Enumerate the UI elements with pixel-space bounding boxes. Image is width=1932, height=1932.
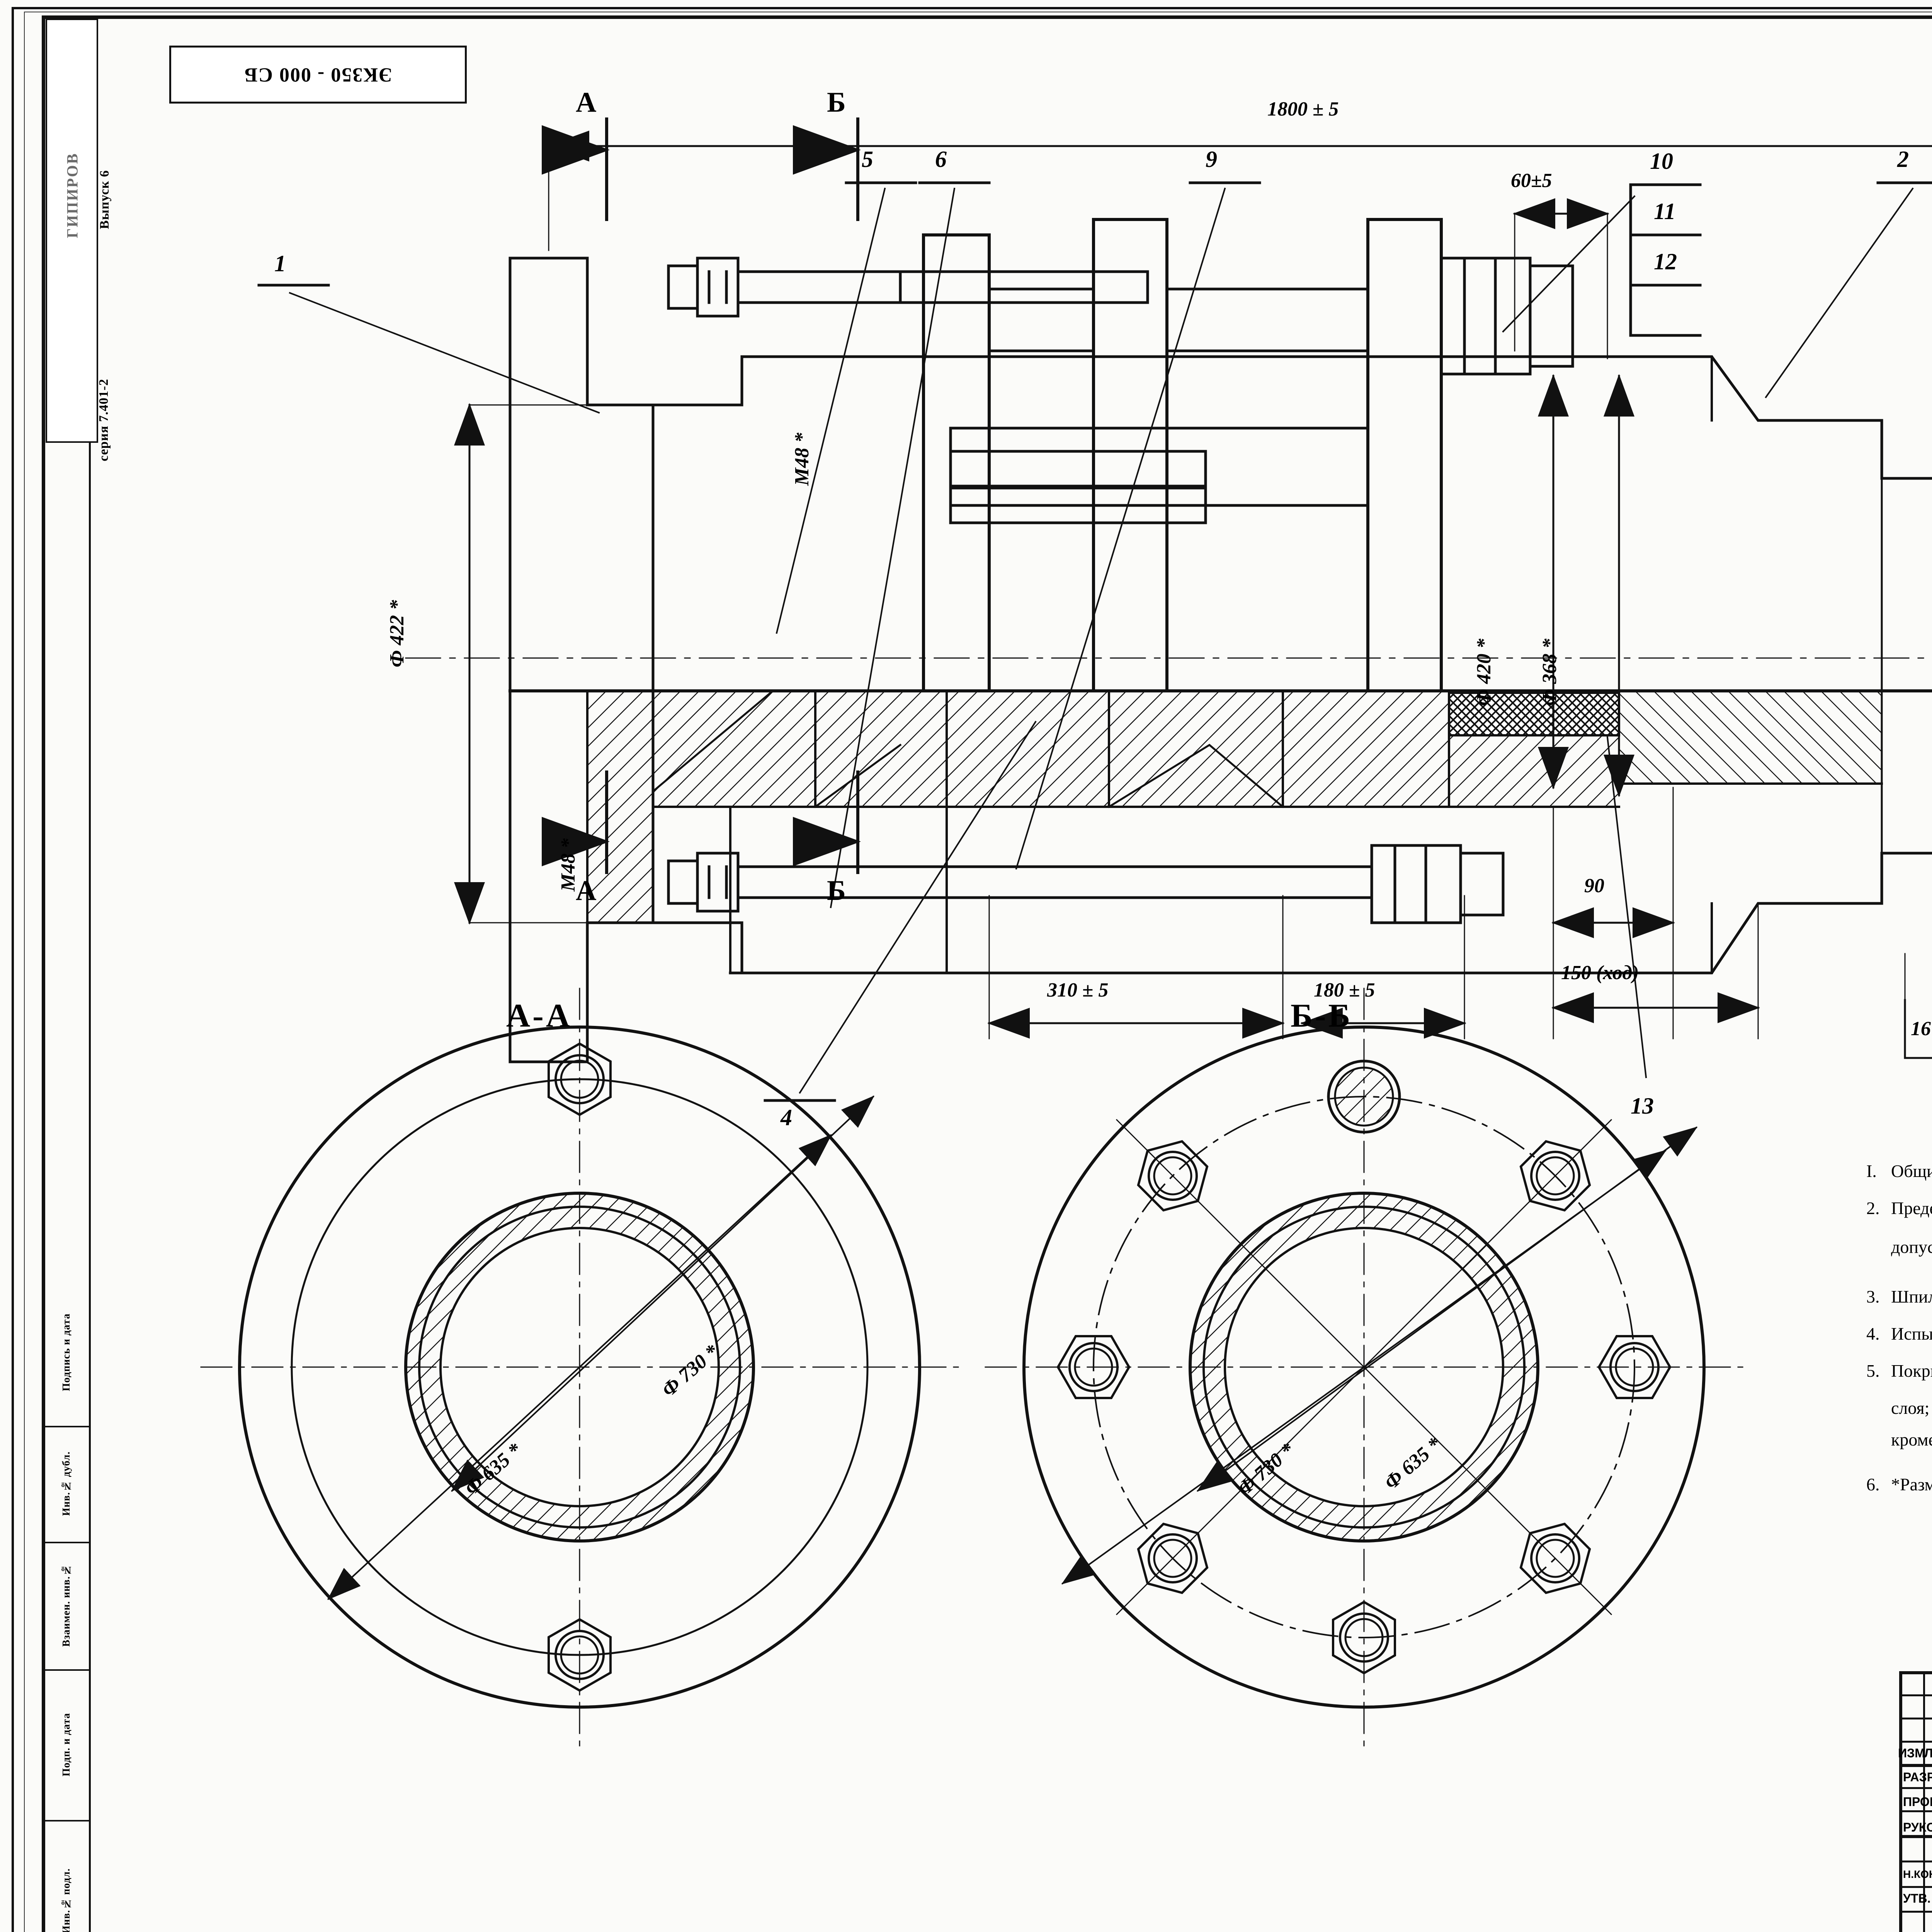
approval-stamp-box: ГИПИРОВ — [46, 19, 98, 443]
callout-pos-5: 5 — [862, 146, 873, 172]
margin-cell-4: Инв.№ подл. — [43, 1820, 89, 1932]
thread-m48-top: М48 * — [791, 432, 813, 486]
note-4: 4. Испытать при давлении Рпр I5 МПа, , н… — [1866, 1318, 1932, 1350]
dim-180: 180 ± 5 — [1314, 979, 1375, 1001]
title-block: ИЗМ ЛИСТ № ДОКУМ. ПОДПИСЬ ДАТА РАЗРАБ. П… — [1898, 1671, 1932, 1932]
note-1-text: Общие технические условия на изготовлени… — [1891, 1161, 1932, 1181]
note-3-text: Шпильки поз. 5 установить до набивки сал… — [1891, 1287, 1932, 1307]
note-6-num: 6. — [1866, 1474, 1880, 1494]
callout-pos-11: 11 — [1654, 199, 1676, 224]
margin-label-3: Подп. и дата — [60, 1713, 72, 1777]
dim-d422: Ф 422 * — [386, 600, 408, 667]
callout-pos-2: 2 — [1897, 146, 1909, 172]
rev-header-list: ЛИСТ — [1924, 1746, 1932, 1760]
role-rukov: РУКОВ. — [1903, 1820, 1932, 1834]
note-5-text: Покрытие: грунтовка ХС-068 ТУ6-I0-75 кра… — [1891, 1361, 1932, 1381]
note-4-text: Испытать при давлении Рпр I5 МПа, , не н… — [1891, 1324, 1932, 1344]
stamp-text: ГИПИРОВ — [63, 152, 81, 238]
left-margin-column: Подпись и дата Инв.№ дубл. Взаимен. инв.… — [43, 17, 91, 1932]
note-2-tolerance-prefix: допусками: ± — [1891, 1237, 1932, 1257]
dim-310: 310 ± 5 — [1047, 979, 1109, 1001]
note-5-num: 5. — [1866, 1361, 1880, 1381]
section-bb-title: Б-Б — [1291, 997, 1353, 1034]
role-prov: ПРОВ. — [1903, 1794, 1932, 1809]
code-box: ЭК350 - 000 СБ — [169, 46, 467, 104]
note-3-num: 3. — [1866, 1287, 1880, 1307]
dim-overall-length: 1800 ± 5 — [1267, 98, 1339, 120]
technical-requirements: I. Общие технические условия на изготовл… — [1866, 1155, 1932, 1506]
callout-pos-12: 12 — [1654, 249, 1677, 274]
callout-pos-4: 4 — [781, 1105, 792, 1130]
dim-60: 60±5 — [1511, 170, 1552, 192]
dim-d368: Ф 368 * — [1539, 638, 1561, 706]
margin-label-2: Взаимен. инв.№ — [60, 1564, 72, 1647]
note-5-line2: слоя; эмаль ХВ-785 ГОСТ 73I3-75 черная V… — [1891, 1398, 1932, 1418]
callout-pos-9: 9 — [1206, 146, 1217, 172]
dim-150-stroke: 150 (ход) — [1561, 962, 1639, 984]
margin-cell-3: Подп. и дата — [43, 1669, 89, 1821]
note-1-num: I. — [1866, 1161, 1877, 1181]
note-4-num: 4. — [1866, 1324, 1880, 1344]
role-nkontr: Н.КОНТР. — [1903, 1868, 1932, 1880]
role-utv: УТВ. — [1903, 1891, 1931, 1905]
note-3: 3. Шпильки поз. 5 установить до набивки … — [1866, 1281, 1932, 1313]
callout-pos-13: 13 — [1631, 1093, 1654, 1119]
note-2-text: Предельные отклонения размеров, не огран… — [1891, 1198, 1932, 1218]
note-6: 6. *Размеры для справок. — [1866, 1469, 1932, 1500]
hole-note: 16 отв. Ф52 * — [1911, 1018, 1932, 1040]
thread-m48-bottom: М48 * — [557, 838, 579, 891]
callout-pos-6: 6 — [935, 146, 947, 172]
sheet-hairline-frame — [24, 12, 1932, 1932]
dim-90: 90 — [1584, 875, 1604, 897]
section-mark-b-bottom: Б — [827, 875, 846, 906]
section-mark-b-top: Б — [827, 87, 846, 118]
rev-header-izm: ИЗМ — [1898, 1746, 1925, 1760]
margin-label-0: Подпись и дата — [60, 1313, 72, 1391]
margin-cell-1: Инв.№ дубл. — [43, 1426, 89, 1543]
section-aa-title: А-А — [506, 997, 572, 1034]
callout-pos-1: 1 — [274, 251, 286, 276]
margin-cell-2: Взаимен. инв.№ — [43, 1542, 89, 1671]
note-2-line2: допусками: ± IТI4 2 . — [1891, 1230, 1932, 1268]
note-2-num: 2. — [1866, 1198, 1880, 1218]
technical-drawing-svg — [200, 117, 1932, 1747]
drawing-canvas: 1800 ± 5 60±5 200 * 1 5 6 9 10 11 12 2 4… — [89, 19, 1932, 1932]
callout-pos-10: 10 — [1650, 148, 1673, 174]
note-6-text: *Размеры для справок. — [1891, 1474, 1932, 1494]
sheet-outer-frame — [12, 7, 1932, 1932]
dim-d420: Ф 420 * — [1473, 638, 1495, 706]
section-mark-a-bottom: А — [576, 875, 597, 906]
section-mark-a-top: А — [576, 87, 597, 118]
margin-label-4: Инв.№ подл. — [60, 1868, 72, 1932]
sheet-inner-frame — [42, 15, 1932, 1932]
margin-label-1: Инв.№ дубл. — [60, 1451, 72, 1516]
note-1: I. Общие технические условия на изготовл… — [1866, 1155, 1932, 1187]
role-razrab: РАЗРАБ. — [1903, 1770, 1932, 1784]
note-2: 2. Предельные отклонения размеров, не ог… — [1866, 1192, 1932, 1224]
margin-cell-0: Подпись и дата — [43, 1279, 89, 1427]
note-5: 5. Покрытие: грунтовка ХС-068 ТУ6-I0-75 … — [1866, 1355, 1932, 1387]
note-5-line3: кроме присоединительных поверхностей. — [1891, 1429, 1932, 1449]
